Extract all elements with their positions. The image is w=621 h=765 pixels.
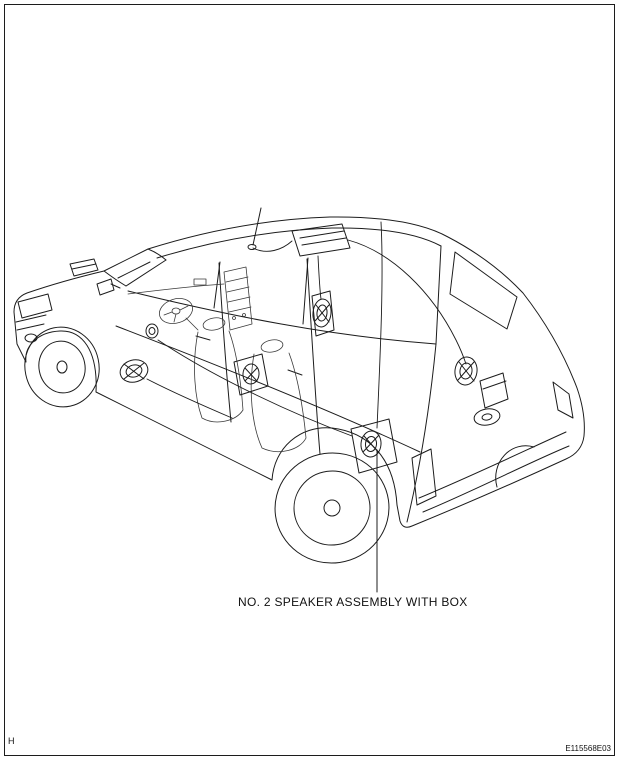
no2-speaker-assembly-with-box	[350, 418, 398, 474]
antenna	[247, 207, 262, 250]
callout-no2-speaker-label: NO. 2 SPEAKER ASSEMBLY WITH BOX	[238, 595, 468, 609]
footer-page-marker: H	[8, 736, 15, 746]
roof-amplifier	[291, 223, 351, 257]
wiring-harness	[146, 221, 467, 437]
car-interior	[127, 266, 307, 452]
car-windows	[103, 245, 518, 345]
front-wheel	[24, 326, 100, 408]
front-tweeter-speaker	[145, 323, 159, 339]
footer-figure-code: E115568E03	[565, 744, 611, 753]
front-door-speaker	[119, 359, 149, 383]
audio-components	[119, 207, 509, 474]
pillar-speaker	[311, 290, 335, 337]
page-border	[4, 4, 615, 756]
console-speaker-box	[233, 353, 269, 396]
rear-wheel	[274, 452, 390, 564]
quarter-speaker-with-box	[454, 356, 509, 409]
car-body-outline	[13, 216, 585, 528]
